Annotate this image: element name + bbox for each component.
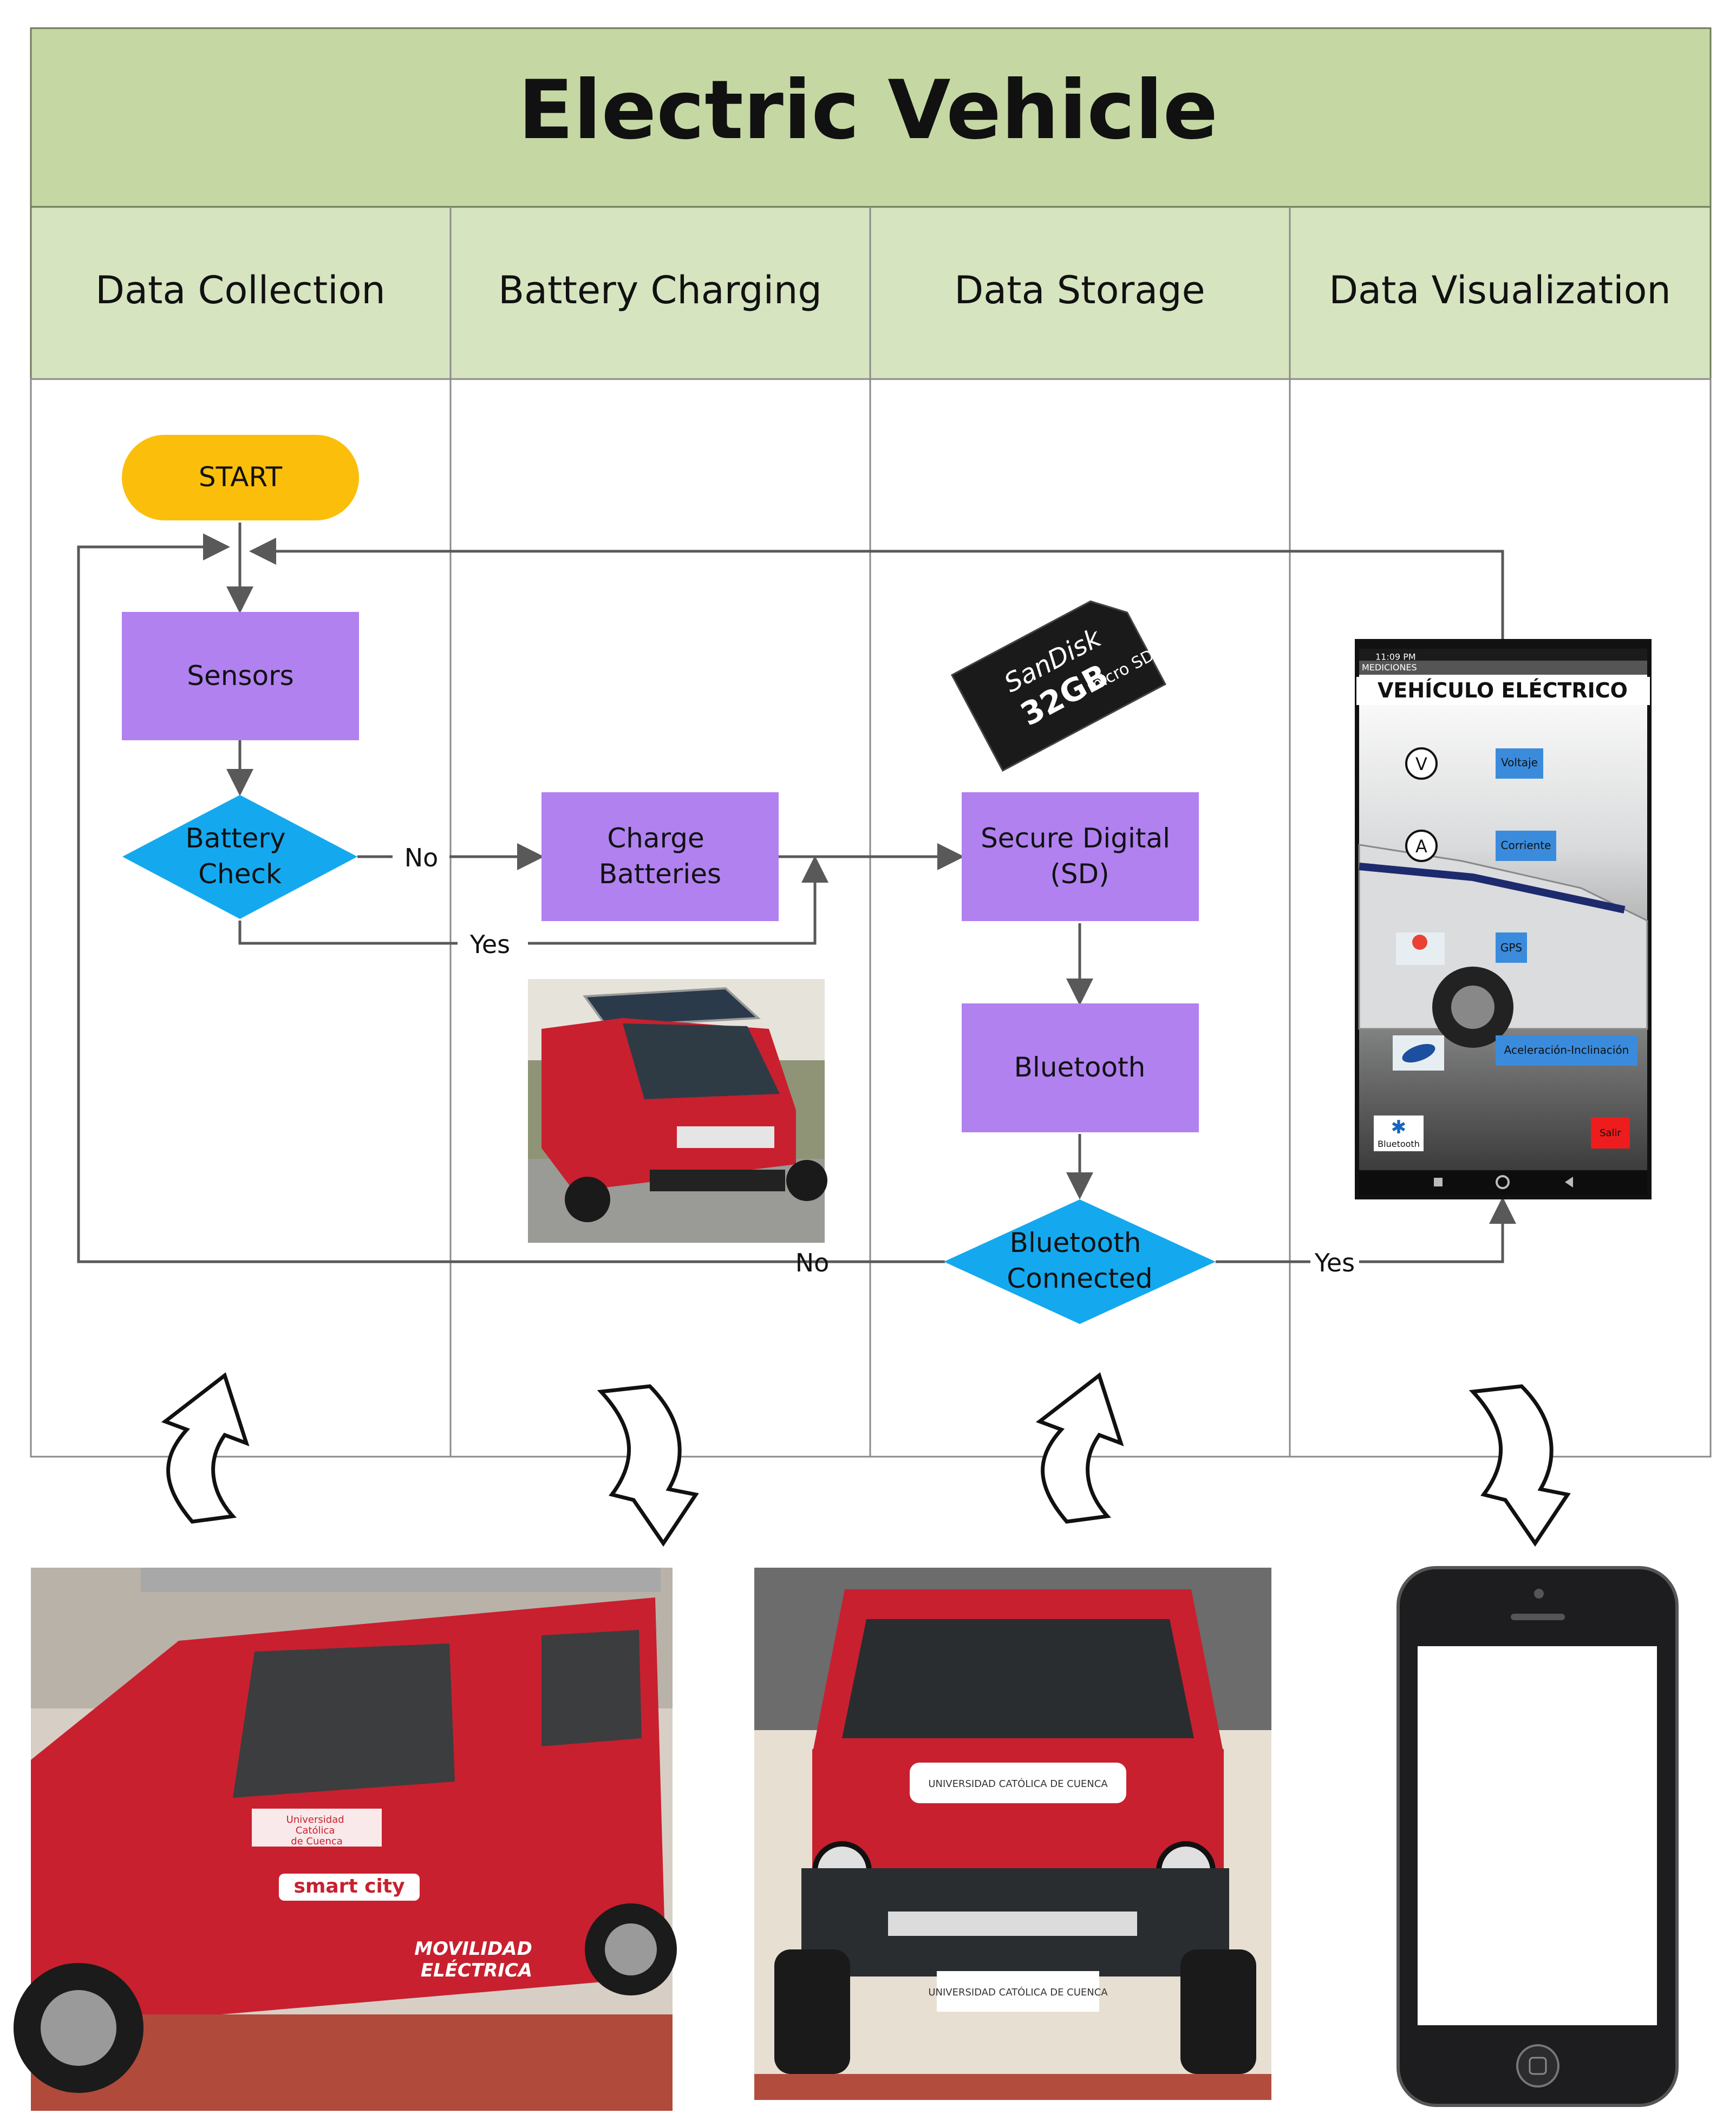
bt-connected-node	[944, 1199, 1216, 1324]
car-photo-front: UNIVERSIDAD CATÓLICA DE CUENCA UNIVERSID…	[754, 1568, 1271, 2100]
app-status-time: 11:09 PM	[1375, 652, 1416, 662]
exit-button[interactable]	[1591, 1117, 1630, 1149]
current-row: A Corriente	[1405, 830, 1556, 862]
bluetooth-label: Bluetooth	[1014, 1052, 1146, 1083]
edge-label-bt-yes: Yes	[1314, 1248, 1355, 1277]
side-org-line1: Universidad	[286, 1814, 344, 1825]
smartphone-icon	[1396, 1566, 1679, 2107]
university-logo	[252, 1809, 382, 1847]
battery-check-node	[122, 795, 357, 919]
app-screenshot: 11:09 PM MEDICIONES VEHÍCULO ELÉCTRICO V…	[1355, 639, 1652, 1199]
acceleration-button[interactable]	[1496, 1035, 1637, 1066]
svg-text:Secure Digital (SD): Secure Digital (SD)	[981, 823, 1179, 890]
battery-check-line1: Battery	[186, 823, 286, 854]
exit-button-label: Salir	[1600, 1127, 1621, 1139]
accel-row: Aceleración-Inclinación	[1393, 1035, 1637, 1071]
car-photo-small	[528, 979, 827, 1243]
bluetooth-node	[962, 1003, 1199, 1132]
voltage-button[interactable]	[1496, 748, 1543, 779]
front-plate-label: UNIVERSIDAD CATÓLICA DE CUENCA	[928, 1986, 1108, 1998]
svg-text:Universidad Católica: Universidad Católica de Cuenca	[286, 1814, 348, 1847]
curved-arrow-up-2	[1035, 1372, 1124, 1524]
title-bar	[30, 27, 1712, 208]
app-bluetooth-label: Bluetooth	[1378, 1139, 1420, 1149]
lane-label-data-collection: Data Collection	[95, 268, 386, 312]
svg-text:MOVILIDAD ELÉCTRICA: MOVILIDAD ELÉCTRICA	[414, 1938, 538, 1981]
curved-arrow-up-1	[161, 1372, 250, 1524]
lane-label-battery-charging: Battery Charging	[498, 268, 822, 312]
charge-line2: Batteries	[599, 858, 721, 890]
current-button[interactable]	[1496, 831, 1556, 861]
voltmeter-icon	[1405, 747, 1438, 780]
sd-node	[962, 792, 1199, 921]
edge-label-bt-no: No	[795, 1248, 830, 1277]
connectors	[77, 523, 1516, 1263]
battery-check-line2: Check	[198, 858, 282, 890]
svg-text:Charge Batteries: Charge Batteries	[599, 823, 721, 890]
svg-text:Bluetooth Connected: Bluetooth Connected	[1007, 1227, 1152, 1294]
voltage-row: V Voltaje	[1405, 747, 1543, 780]
gps-button[interactable]	[1496, 932, 1527, 963]
start-label: START	[199, 461, 283, 493]
voltage-button-label: Voltaje	[1501, 756, 1538, 769]
bt-connected-line1: Bluetooth	[1010, 1227, 1141, 1258]
svg-text:V: V	[1415, 754, 1427, 774]
svg-text:Battery Check: Battery Check	[186, 823, 295, 890]
app-title: VEHÍCULO ELÉCTRICO	[1378, 679, 1628, 702]
sd-line2: (SD)	[1050, 858, 1109, 890]
acceleration-button-label: Aceleración-Inclinación	[1504, 1043, 1629, 1056]
lane-label-data-visualization: Data Visualization	[1329, 268, 1671, 312]
side-org-line2: Católica	[296, 1825, 335, 1836]
current-button-label: Corriente	[1501, 839, 1551, 852]
sensors-label: Sensors	[187, 660, 293, 692]
slogan-line2: ELÉCTRICA	[421, 1959, 532, 1981]
nav-home-icon[interactable]	[1496, 1175, 1510, 1189]
lane-label-data-storage: Data Storage	[954, 268, 1205, 312]
front-hood-label: UNIVERSIDAD CATÓLICA DE CUENCA	[928, 1778, 1108, 1790]
app-header: MEDICIONES	[1362, 662, 1417, 673]
bluetooth-icon: ✱	[1391, 1117, 1407, 1138]
bt-connected-line2: Connected	[1007, 1263, 1152, 1294]
start-node	[122, 435, 359, 520]
car-photo-side: Universidad Católica de Cuenca smart cit…	[14, 1568, 677, 2111]
side-org-line3: de Cuenca	[291, 1836, 343, 1847]
diagram-title: Electric Vehicle	[518, 63, 1218, 158]
sensors-node	[122, 612, 359, 740]
curved-arrow-down-1	[597, 1384, 699, 1547]
svg-text:A: A	[1415, 836, 1427, 857]
app-bluetooth-button[interactable]	[1374, 1116, 1424, 1151]
gps-row: GPS	[1396, 932, 1527, 965]
smart-city-label: smart city	[293, 1875, 404, 1897]
curved-arrow-down-2	[1469, 1384, 1571, 1547]
edge-label-battery-no: No	[404, 843, 439, 872]
ammeter-icon	[1405, 830, 1438, 862]
sd-line1: Secure Digital	[981, 823, 1170, 854]
nav-back-icon[interactable]	[1565, 1177, 1573, 1188]
charge-line1: Charge	[607, 823, 704, 854]
home-button-icon	[1516, 2044, 1559, 2088]
charge-node	[541, 792, 779, 921]
slogan-line1: MOVILIDAD	[414, 1938, 532, 1960]
gps-button-label: GPS	[1500, 941, 1522, 954]
edge-label-battery-yes: Yes	[469, 930, 510, 959]
nav-recents-icon[interactable]	[1434, 1178, 1443, 1186]
